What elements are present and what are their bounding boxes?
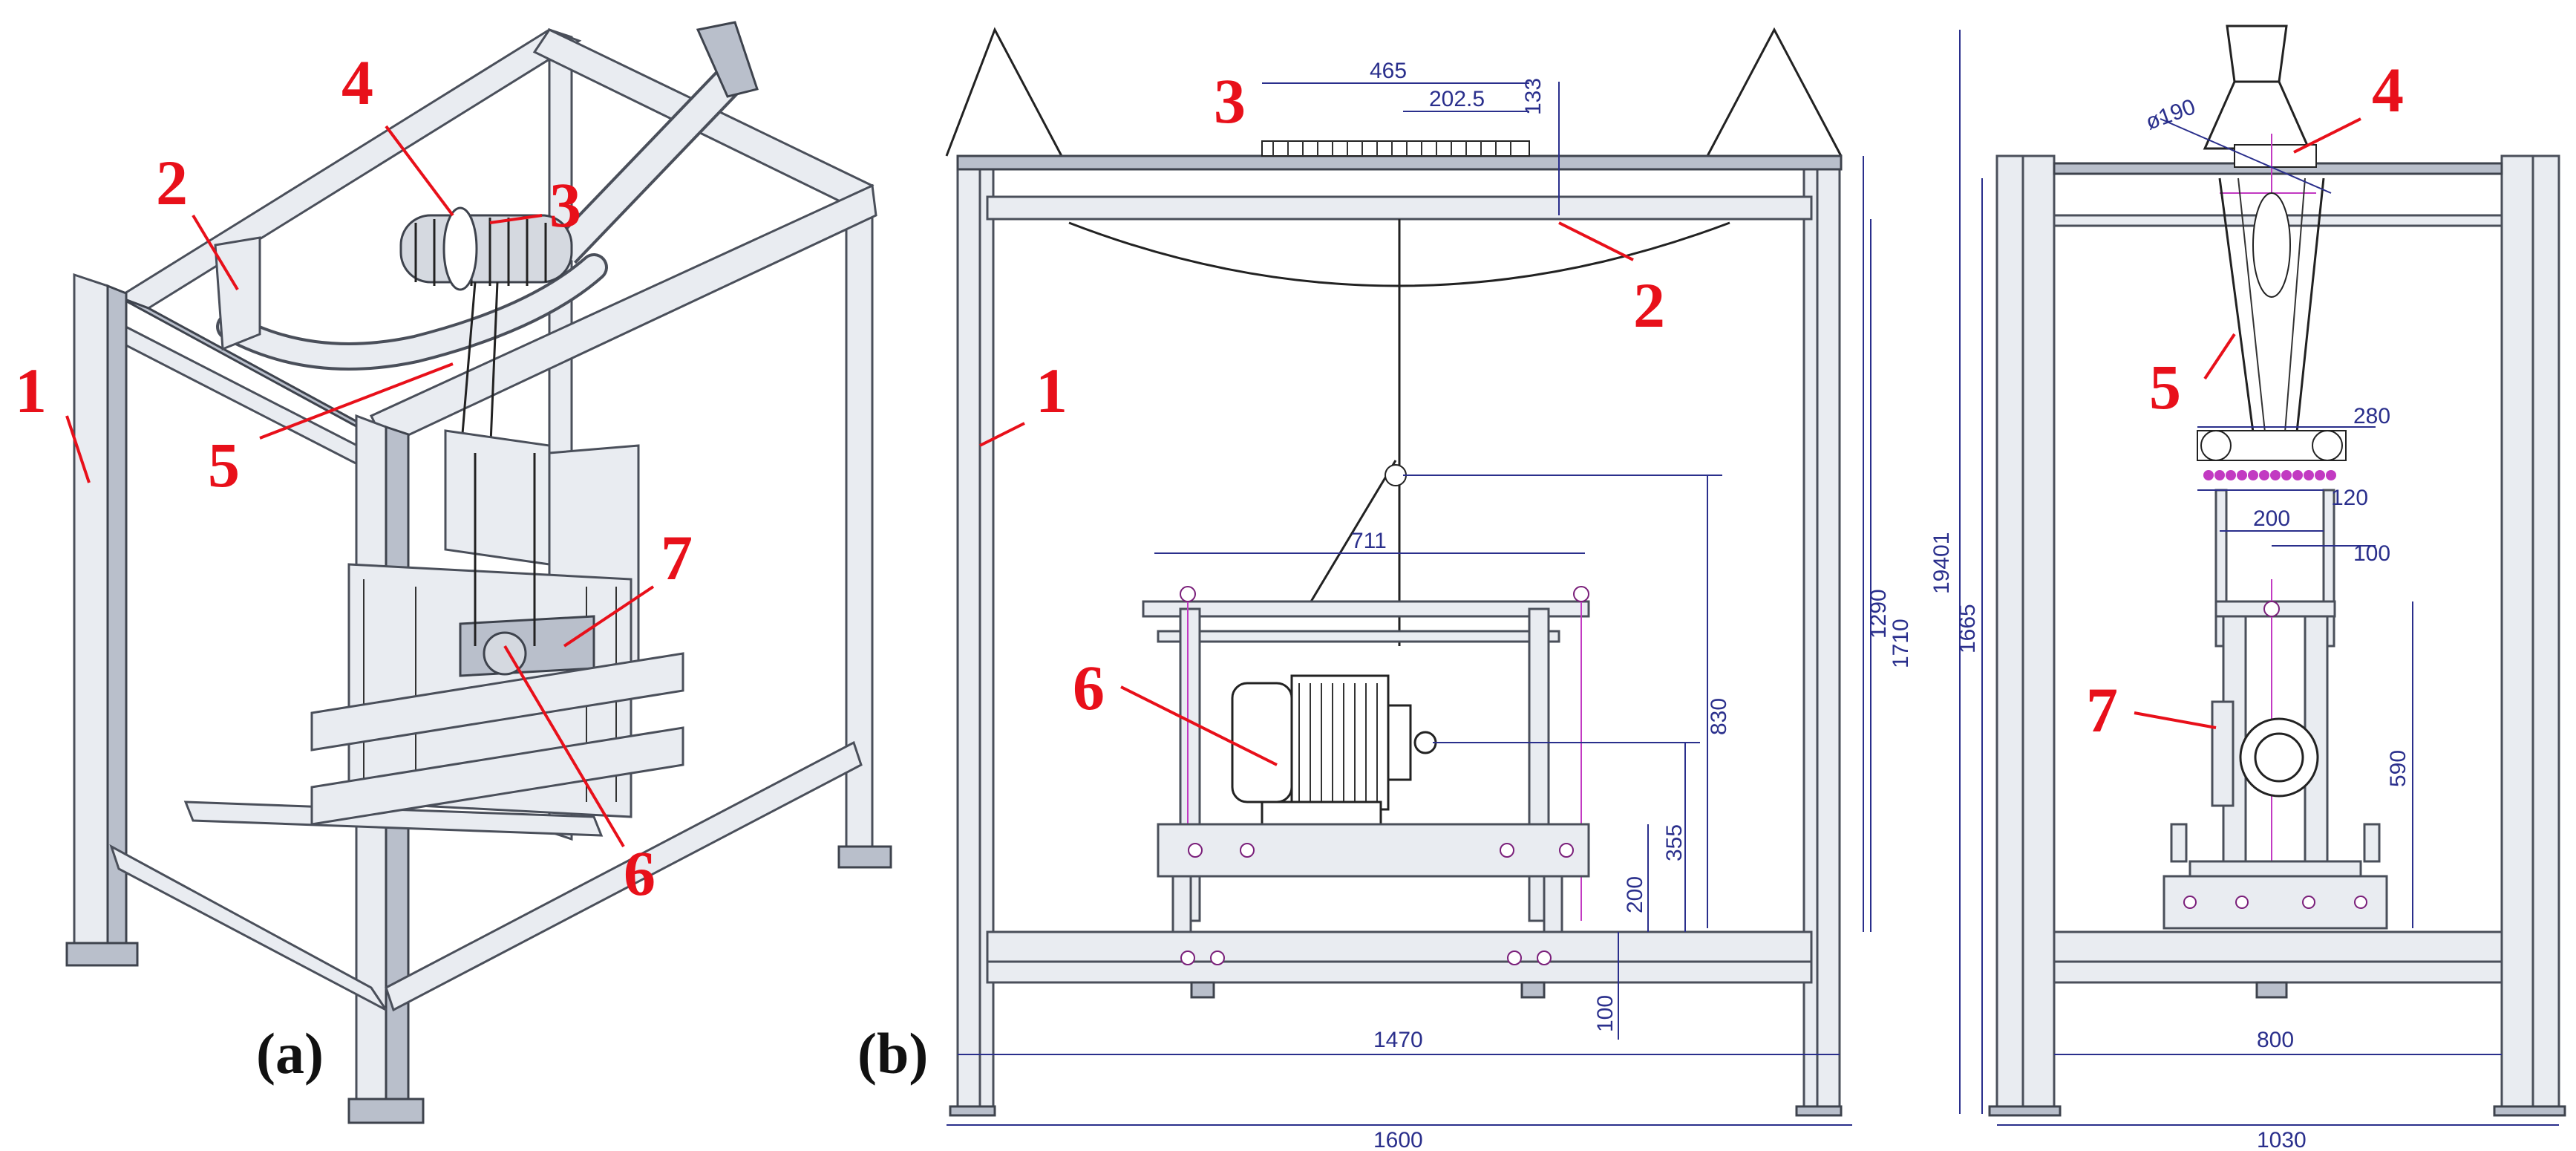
mount-rail-upper — [310, 652, 684, 751]
leader-side-4 — [2293, 117, 2361, 154]
leader-5 — [259, 362, 454, 440]
top-beam — [956, 154, 1843, 171]
panel-label-b: (b) — [857, 1021, 928, 1086]
foot-plate — [65, 942, 139, 967]
side-motor-flange — [2211, 700, 2235, 807]
leader-6 — [503, 645, 625, 848]
dim-202-5: 202.5 — [1429, 87, 1485, 111]
v-link — [2218, 177, 2258, 461]
front-left-post — [73, 273, 109, 960]
iso-label-6: 6 — [624, 838, 656, 909]
motor — [1231, 674, 1437, 826]
foot-plate — [837, 845, 892, 869]
leader-3 — [489, 214, 543, 224]
dim-120: 120 — [2331, 486, 2368, 510]
leader-front-6 — [1120, 685, 1278, 766]
mounting-base — [1157, 823, 1590, 878]
leader-7 — [563, 585, 655, 648]
front-label-3: 3 — [1214, 65, 1246, 137]
dim-1665: 1665 — [1955, 604, 1980, 653]
coil-dots — [2203, 470, 2336, 480]
dim-phi190: ø190 — [2142, 94, 2199, 134]
ring-flange — [442, 206, 478, 291]
side-label-5: 5 — [2149, 351, 2181, 423]
dim-100: 100 — [1593, 995, 1618, 1032]
top-bracket — [2226, 25, 2288, 83]
iso-label-5: 5 — [208, 429, 240, 500]
front-label-2: 2 — [1633, 270, 1665, 341]
leader-front-2 — [1558, 221, 1634, 261]
motor-plate — [459, 615, 595, 677]
side-view: 19401 1665 ø190 280 120 200 100 590 800 … — [1929, 25, 2566, 1151]
iso-label-3: 3 — [549, 169, 581, 241]
leader-side-5 — [2203, 333, 2236, 380]
base-left-rail — [109, 844, 388, 1011]
iso-label-4: 4 — [341, 47, 373, 118]
side-post-right — [2500, 154, 2534, 1115]
isometric-view: 1 2 3 4 5 6 7 (a) — [15, 21, 892, 1124]
dim-1710: 1710 — [1889, 619, 1913, 668]
upper-beam — [986, 195, 1813, 221]
leader-4 — [385, 125, 454, 217]
dim-355: 355 — [1662, 824, 1687, 861]
dim-100-side: 100 — [2353, 541, 2390, 566]
base-cross-rail — [183, 801, 604, 837]
chute-bracket — [214, 236, 261, 351]
dim-711: 711 — [1351, 529, 1387, 553]
suspension-rod — [459, 281, 477, 461]
side-post-left — [1995, 154, 2024, 1115]
base-front-rail — [385, 740, 863, 1012]
dim-1600: 1600 — [1373, 1128, 1423, 1151]
pipe-end-flange — [696, 21, 759, 98]
mount-rail-lower — [310, 726, 684, 826]
leader-1 — [65, 415, 91, 483]
gusset-right — [1706, 27, 1843, 157]
dim-800: 800 — [2257, 1028, 2294, 1052]
side-mounting-base — [2163, 875, 2388, 930]
iso-label-7: 7 — [661, 522, 693, 593]
leader-front-1 — [979, 422, 1025, 447]
bottom-beam — [986, 930, 1813, 963]
dim-1290: 1290 — [1866, 589, 1891, 639]
front-post-left — [956, 154, 981, 1115]
dim-200: 200 — [1623, 876, 1647, 913]
dim-280: 280 — [2353, 404, 2390, 428]
chute-arc — [1068, 221, 1730, 287]
dim-1470: 1470 — [1373, 1028, 1423, 1052]
leader-2 — [192, 214, 239, 291]
side-label-7: 7 — [2086, 674, 2118, 746]
side-bottom-beam — [2053, 930, 2503, 963]
side-label-4: 4 — [2372, 54, 2404, 125]
foot-plate — [347, 1098, 425, 1124]
iso-label-1: 1 — [15, 355, 47, 426]
dim-830: 830 — [1707, 698, 1731, 735]
panel-label-a: (a) — [256, 1021, 324, 1086]
leader-side-7 — [2134, 711, 2217, 729]
dim-590: 590 — [2386, 750, 2410, 787]
spring-coil — [399, 206, 573, 291]
dim-133: 133 — [1521, 78, 1546, 115]
dim-200-side: 200 — [2253, 506, 2290, 531]
front-view: 465 202.5 133 711 830 1290 1710 355 200 … — [857, 27, 1913, 1151]
iso-label-2: 2 — [156, 147, 188, 218]
front-label-1: 1 — [1036, 355, 1068, 426]
dim-19401: 19401 — [1929, 532, 1954, 594]
vibrator-top-bar — [1142, 600, 1590, 618]
front-label-6: 6 — [1073, 652, 1105, 723]
dim-1030: 1030 — [2257, 1128, 2307, 1151]
gusset-left — [945, 27, 1063, 157]
dim-465: 465 — [1370, 59, 1407, 83]
coil-top-view — [1261, 140, 1530, 157]
